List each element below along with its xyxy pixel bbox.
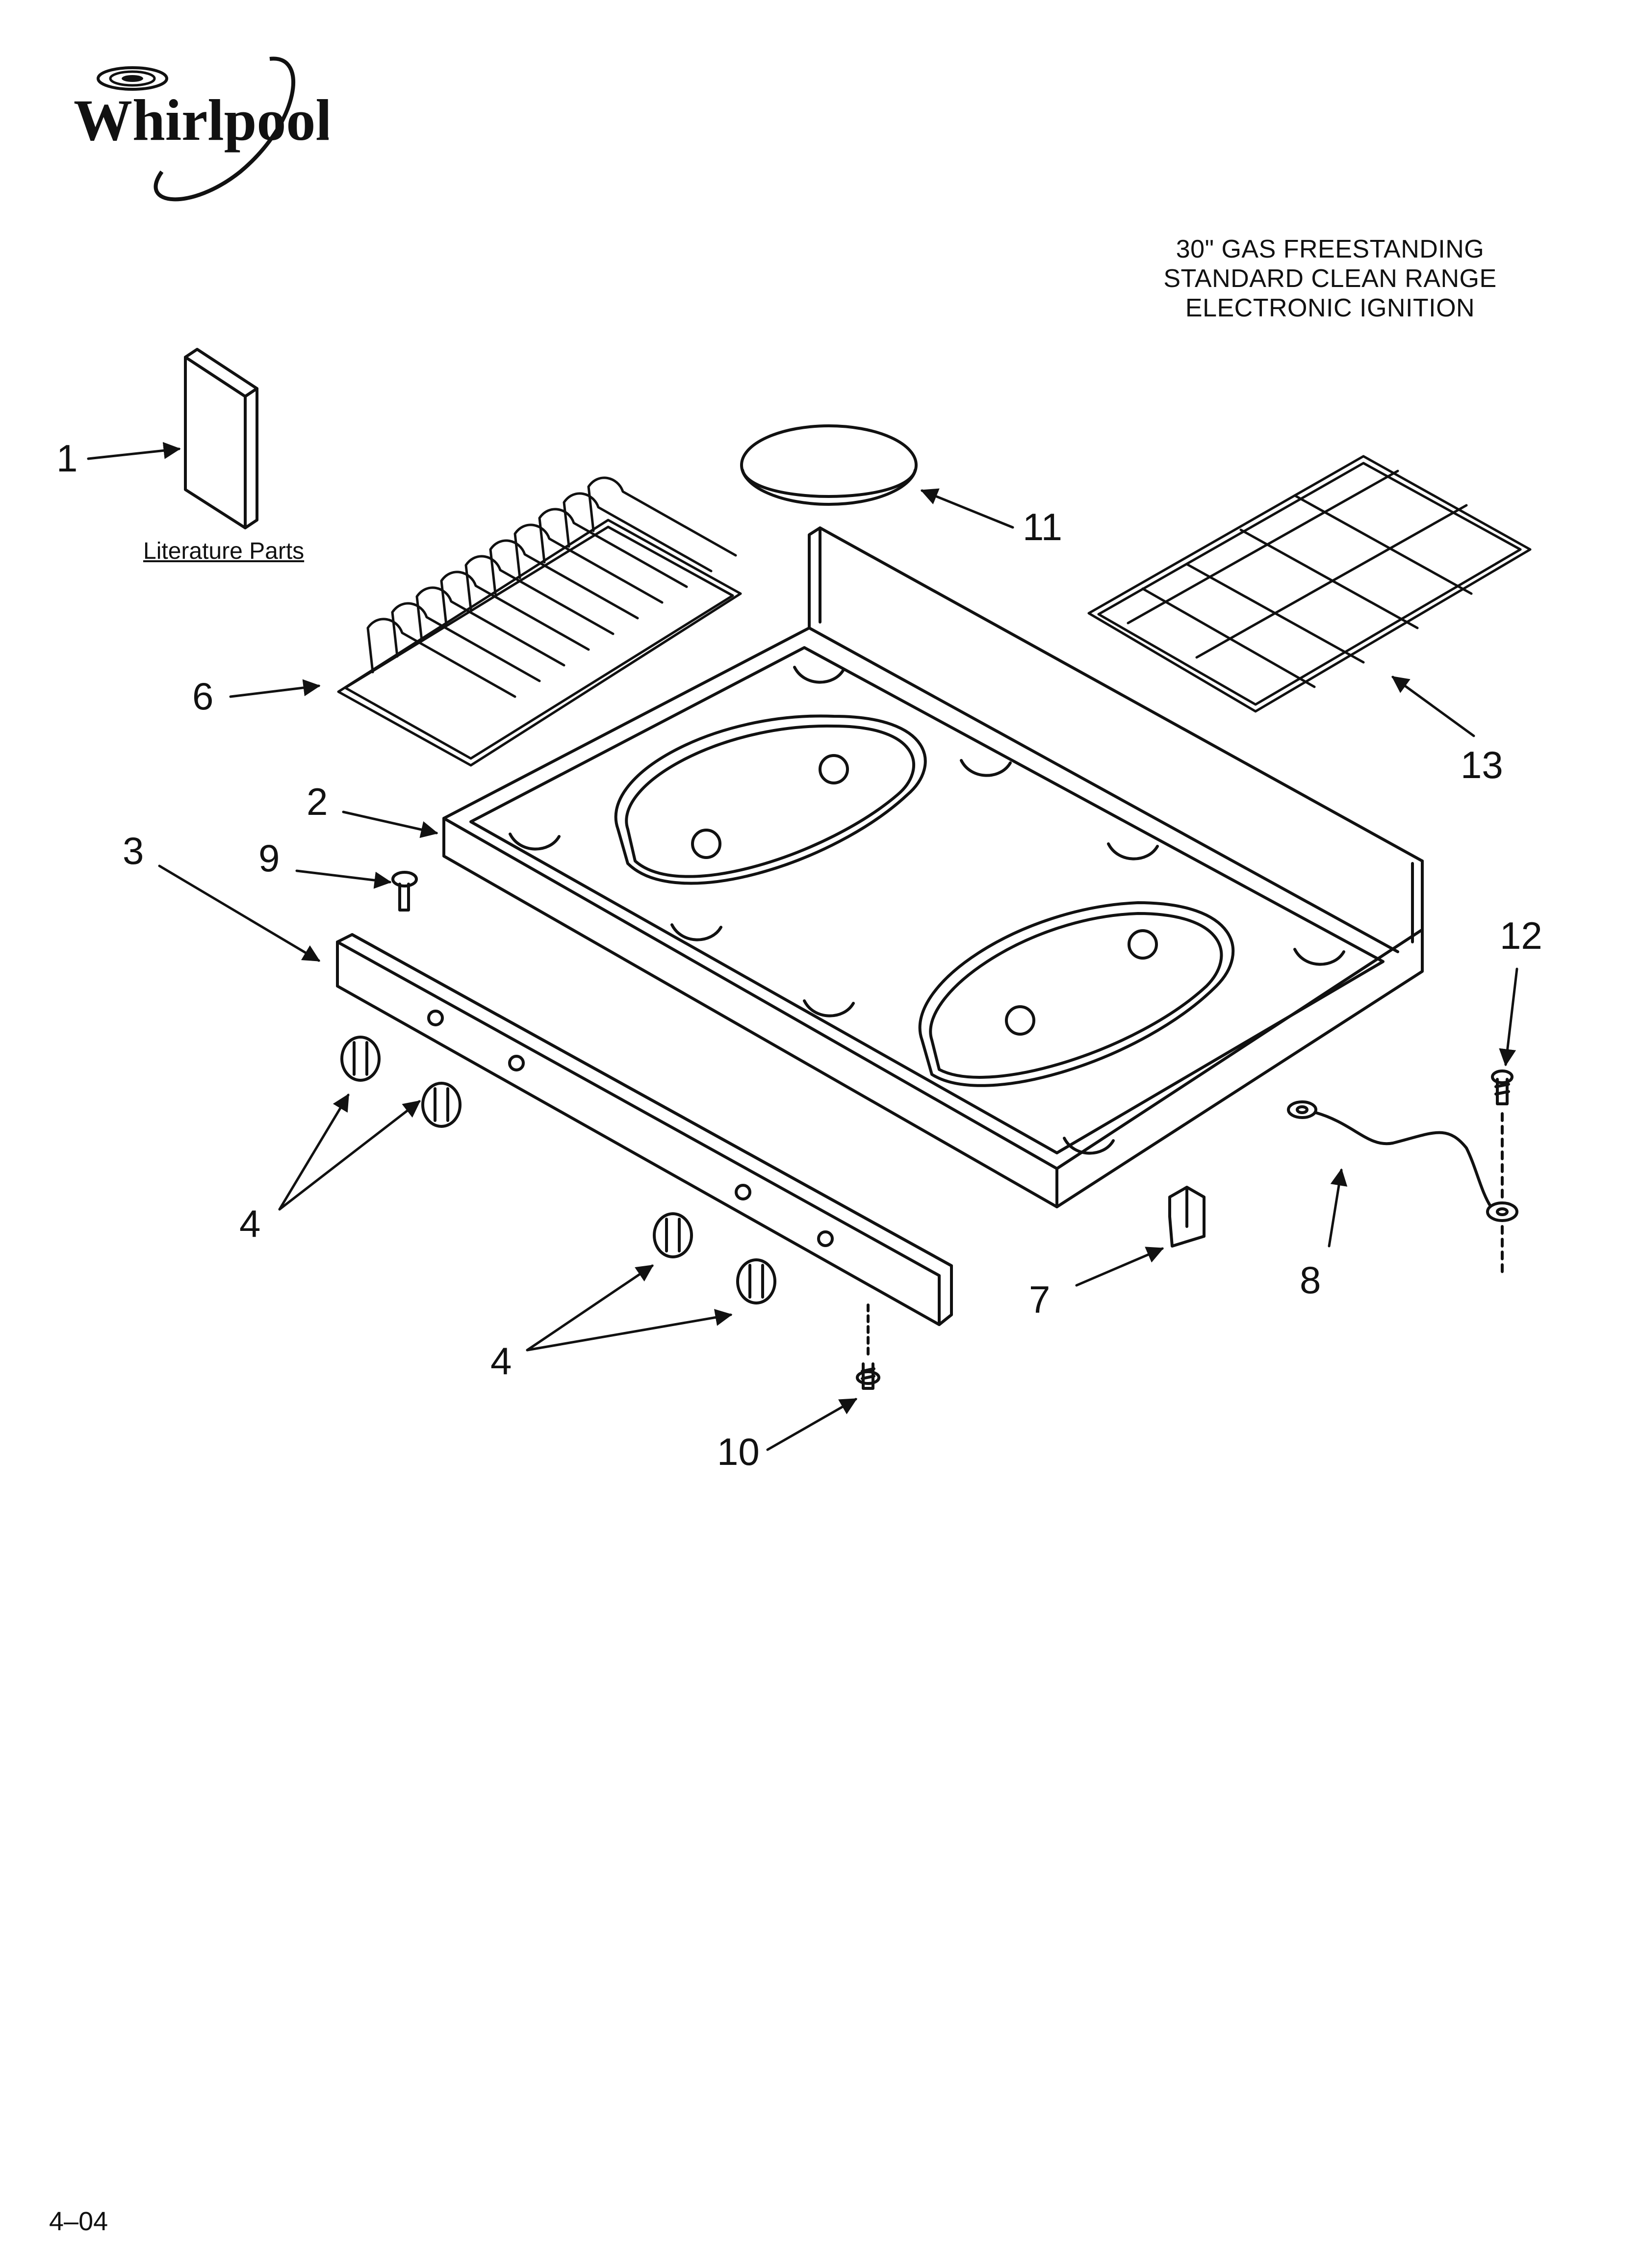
callout-2: 2: [307, 780, 328, 823]
control-panel-strip: [336, 933, 953, 1326]
grate-rib: [464, 555, 615, 635]
knob: [340, 1036, 381, 1082]
title-line-1: 30" GAS FREESTANDING: [1176, 235, 1485, 263]
grate-rib: [391, 602, 541, 682]
callout-1: 1: [56, 437, 78, 480]
grate-rib: [587, 476, 737, 557]
callout-8: 8: [1300, 1258, 1321, 1302]
grate-rib: [513, 523, 664, 604]
callout-4a: 4: [239, 1202, 261, 1245]
grate-rib: [440, 571, 590, 651]
knob: [736, 1258, 776, 1304]
diagram-title: 30" GAS FREESTANDING STANDARD CLEAN RANG…: [1109, 235, 1551, 323]
whirlpool-logo: Whirlpool: [74, 56, 329, 202]
literature-parts-label: Literature Parts: [143, 538, 305, 564]
right-grate: [1087, 455, 1532, 713]
title-line-3: ELECTRONIC IGNITION: [1185, 294, 1475, 322]
callout-13: 13: [1461, 743, 1503, 786]
callout-9: 9: [258, 836, 280, 880]
screw-10: [856, 1303, 880, 1390]
knob: [421, 1082, 462, 1128]
clip-7: [1168, 1186, 1206, 1248]
callout-3: 3: [123, 829, 144, 872]
title-line-2: STANDARD CLEAN RANGE: [1163, 264, 1497, 293]
grate-rib: [538, 508, 688, 588]
grate-rib: [366, 618, 516, 698]
screw-12: [1491, 1069, 1514, 1277]
leader-arrows: [87, 442, 1518, 1451]
screw-9: [391, 871, 418, 912]
callout-7: 7: [1029, 1278, 1051, 1321]
knob: [653, 1212, 693, 1258]
cooktop-panel: [442, 526, 1424, 1208]
callout-4b: 4: [490, 1339, 512, 1382]
grate-rib: [415, 586, 565, 667]
callout-10: 10: [717, 1430, 760, 1473]
left-grate: [337, 476, 742, 767]
grate-rib: [563, 492, 713, 573]
callout-11: 11: [1023, 505, 1062, 548]
knobs: [340, 1036, 776, 1304]
burner-cap: [740, 424, 918, 506]
revision-code: 4–04: [49, 2207, 108, 2236]
ground-wire: [1287, 1100, 1518, 1222]
literature-booklet: [184, 348, 258, 529]
svg-text:Whirlpool: Whirlpool: [74, 87, 329, 153]
grate-rib: [489, 539, 639, 620]
callout-6: 6: [192, 675, 214, 718]
callout-12: 12: [1500, 914, 1542, 957]
